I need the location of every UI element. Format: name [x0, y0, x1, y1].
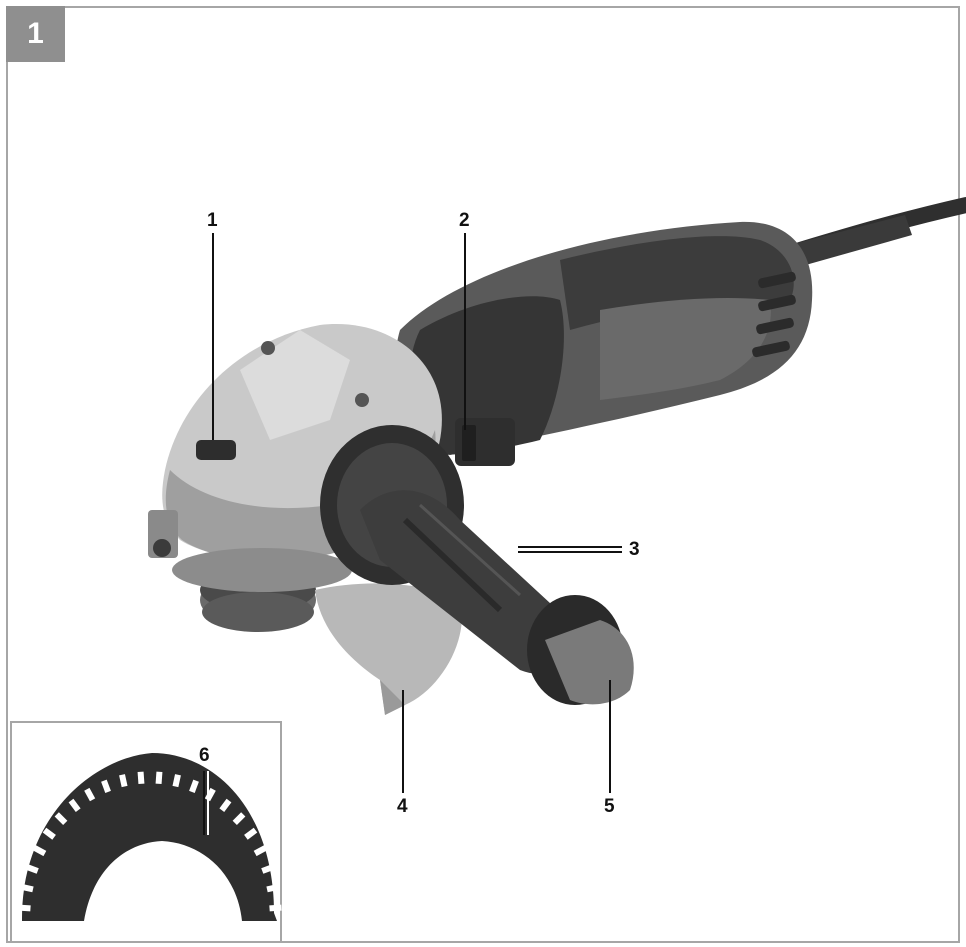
guard-slot — [189, 779, 199, 793]
guard-slot — [25, 863, 39, 874]
guard-slot — [244, 827, 258, 840]
guard-slot — [32, 845, 47, 857]
guard-slot — [54, 812, 68, 825]
cord-strain-relief — [790, 215, 912, 268]
guard-slot — [18, 904, 31, 912]
inset-frame — [10, 721, 282, 943]
spindle-lock-button — [196, 440, 236, 460]
guard-slot — [172, 774, 181, 788]
callout-5: 5 — [604, 796, 615, 817]
guard-slot — [68, 798, 81, 813]
cutting-guard-illustration — [18, 753, 282, 921]
guard-collar — [172, 548, 352, 592]
guard-slot — [219, 798, 232, 813]
guard-slot — [266, 883, 280, 893]
grinding-guard — [315, 583, 462, 715]
clamp-bracket — [148, 510, 178, 558]
guard-slots — [18, 771, 282, 912]
callout-2: 2 — [459, 210, 470, 231]
guard-slot — [119, 774, 128, 788]
guard-slot — [261, 863, 275, 874]
callout-6: 6 — [199, 745, 210, 766]
callout-4: 4 — [397, 796, 408, 817]
callout-1: 1 — [207, 210, 218, 231]
guard-slot — [101, 779, 111, 793]
motor-housing — [395, 221, 813, 455]
ventilation-slots — [752, 271, 796, 358]
handle-end-cap — [527, 595, 634, 705]
guard-slot — [137, 771, 145, 784]
guard-slot — [84, 787, 96, 802]
guard-slot — [42, 827, 56, 840]
callout-3: 3 — [629, 539, 640, 560]
guard-slot — [269, 904, 282, 912]
figure-number-badge: 1 — [6, 6, 65, 62]
guard-slot — [155, 771, 163, 784]
guard-slot — [20, 883, 34, 893]
guard-slot — [232, 812, 246, 825]
guard-slot — [253, 845, 268, 857]
on-off-switch — [455, 418, 515, 466]
